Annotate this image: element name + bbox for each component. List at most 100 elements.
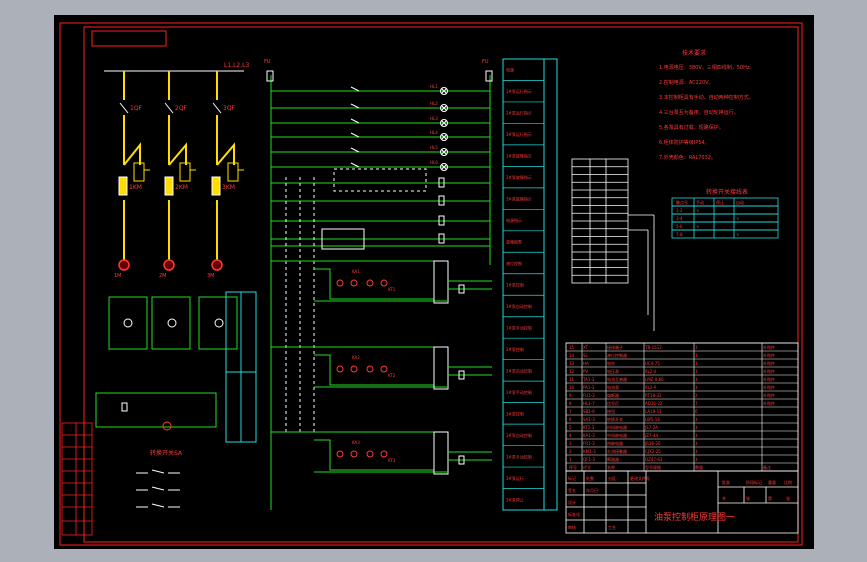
parts-cell: 名称 <box>607 464 615 470</box>
parts-cell: 14 <box>569 353 575 358</box>
parts-cell: 代号 <box>583 464 591 470</box>
drawing-title: 油泵控制柜原理图一 <box>654 511 735 523</box>
title-block-label: 共 <box>722 495 726 501</box>
parts-cell: 2 <box>569 449 572 454</box>
parts-cell: 8 <box>569 401 572 406</box>
lamp-label: HL5 <box>430 145 438 150</box>
title-block-label: 分区 <box>608 475 616 481</box>
parts-cell: 1 <box>695 369 698 374</box>
title-block-label: 阶段标记 <box>746 479 762 485</box>
parts-cell: KT1-3 <box>583 425 595 430</box>
parts-cell: 13 <box>569 361 575 366</box>
parts-cell: 断路器 <box>607 456 619 462</box>
parts-cell: 外购件 <box>763 376 775 382</box>
motor-1-icon <box>118 259 130 271</box>
title-block-label: 更改文件号 <box>630 475 650 481</box>
contact-icon <box>380 279 388 287</box>
motor-3-icon <box>211 259 223 271</box>
parts-cell: CJX2-25 <box>645 449 661 454</box>
parts-cell: 外购件 <box>763 400 775 406</box>
title-block-label: 张 <box>786 495 790 501</box>
parts-cell: 外购件 <box>763 384 775 390</box>
switch-table-cell: × <box>696 224 699 229</box>
parts-cell: LW5-16 <box>645 417 660 422</box>
function-label: 3#泵运行 <box>506 475 524 481</box>
parts-cell: 7 <box>695 401 698 406</box>
function-label: 1#泵自动控制 <box>506 303 532 309</box>
switch-contact-diagram <box>136 469 180 508</box>
parts-cell: JR36-20 <box>644 441 661 446</box>
lamp-label: HL1 <box>430 84 438 89</box>
function-label: 1#泵控制 <box>506 282 524 288</box>
parts-cell: 按钮 <box>607 408 615 414</box>
function-label: 2#泵运行指示 <box>506 110 532 116</box>
parts-cell: QF1-3 <box>583 457 595 462</box>
parts-cell: 11 <box>569 377 575 382</box>
function-label: 1#泵故障指示 <box>506 153 532 159</box>
indicator-lamp-icon <box>440 133 448 141</box>
contactor-3-label: 3KM <box>222 184 235 191</box>
parts-cell: DZ47-63 <box>645 457 663 462</box>
drawing-sheet: L1,L2,L3 1QF 2QF 3QF 1KM 2KM 3KM <box>54 15 814 549</box>
title-block-label: 工艺 <box>608 525 616 530</box>
parts-cell: 电流互感器 <box>607 376 627 382</box>
switch-table-cell: 自动 <box>736 199 744 205</box>
parts-cell: PA1-3 <box>583 385 595 390</box>
breaker-1-label: 1QF <box>130 105 143 112</box>
contact-icon <box>336 279 344 287</box>
parts-cell: 1 <box>695 353 698 358</box>
parts-cell: 液位控制器 <box>607 352 627 358</box>
parts-cell: 3 <box>569 441 572 446</box>
switch-table-title: 转换开关接线表 <box>706 188 748 196</box>
title-block-label: 处数 <box>586 475 594 481</box>
title-block-label: 标记 <box>568 475 576 481</box>
parts-cell: UC4-75 <box>645 361 660 366</box>
function-label: 电源指示 <box>506 217 522 223</box>
contact-icon <box>380 365 388 373</box>
parts-cell: 6 <box>695 409 698 414</box>
parts-cell: SB1-6 <box>583 409 595 414</box>
motor-2-icon <box>163 259 175 271</box>
parts-cell: TB-1512 <box>644 345 662 350</box>
function-label: 1#泵手动控制 <box>506 324 532 330</box>
title-block-label: 设计 <box>568 499 576 505</box>
switch-diagram-label: 转换开关SA <box>150 449 183 457</box>
parts-cell: JS7-2A <box>644 425 658 430</box>
contactor-coil-1 <box>118 176 128 196</box>
motor-2-label: 2M <box>159 273 167 279</box>
function-column: 电源1#泵运行指示2#泵运行指示3#泵运行指示1#泵故障指示2#泵故障指示3#泵… <box>502 58 558 511</box>
bus-label: L1,L2,L3 <box>224 62 249 69</box>
contact-icon <box>350 365 358 373</box>
parts-cell: 交流接触器 <box>607 448 627 454</box>
fuse-left-label: FU <box>264 59 271 65</box>
contact-icon <box>336 450 344 458</box>
switch-table-cell: 触点号 <box>676 199 688 205</box>
contact-icon <box>350 450 358 458</box>
switch-table-cell: 1-2 <box>676 208 683 213</box>
parts-cell: 3 <box>695 417 698 422</box>
function-label: 2#泵手动控制 <box>506 389 532 395</box>
parts-cell: 外购件 <box>763 368 775 374</box>
parts-cell: 电流表 <box>607 384 619 390</box>
parts-cell: 2 <box>695 393 698 398</box>
title-block-label: 标准化 <box>568 511 580 517</box>
parts-cell: KM1-3 <box>583 449 596 454</box>
function-label: 液位控制 <box>506 260 522 266</box>
terminal-table <box>571 158 655 331</box>
parts-cell: 时间继电器 <box>607 424 627 430</box>
parts-cell: RT18-32 <box>645 393 662 398</box>
schematic-drawing: L1,L2,L3 1QF 2QF 3QF 1KM 2KM 3KM <box>59 22 803 546</box>
parts-cell: 3 <box>695 385 698 390</box>
indicator-lamp-icon <box>440 87 448 95</box>
contact-icon <box>366 279 374 287</box>
title-block-label: 签名 <box>568 487 576 493</box>
outer-frame <box>59 22 803 546</box>
parts-cell: 3 <box>695 441 698 446</box>
switch-table-cell: 3-4 <box>676 216 683 221</box>
parts-cell: 3 <box>695 457 698 462</box>
parts-cell: 外购件 <box>763 360 775 366</box>
parts-cell: 12 <box>569 369 575 374</box>
switch-table-cell: 停止 <box>716 199 724 205</box>
parts-cell: FU1-2 <box>583 393 595 398</box>
